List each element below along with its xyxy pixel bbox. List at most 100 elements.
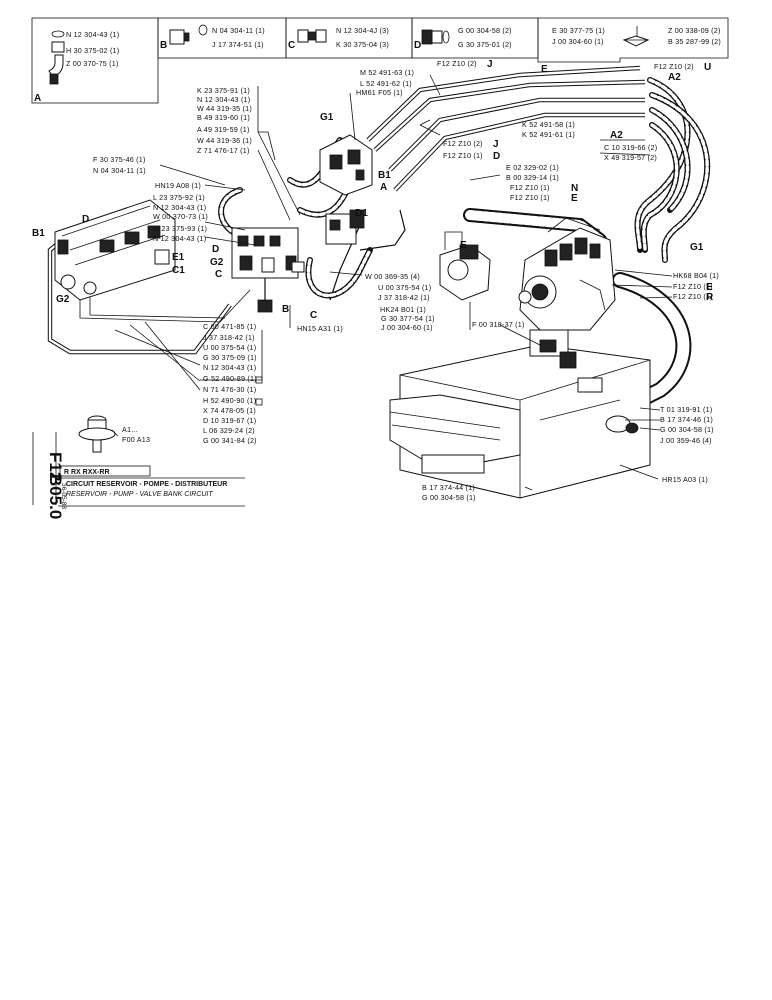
callout-w44-319-35: W 44 319-35 (1) (197, 104, 252, 113)
callout-x74-478-05: X 74 478-05 (1) (203, 406, 256, 415)
callouts-center: E 02 329-02 (1) B 00 329-14 (1) F12 Z10 … (365, 163, 578, 332)
inset-e-bracket-icon (622, 26, 650, 47)
inset-e-item-4: B 35 287-99 (2) (668, 37, 721, 46)
letter-markers: G1 B1 A D1 A2 A2 G1 B1 D G2 E1 C1 D G2 C… (32, 72, 704, 321)
callouts-lower-left: HN15 A31 (1) C 60 471-85 (1) J 37 318-42… (203, 322, 343, 445)
inset-box-d: G 00 304-58 (2) G 30 375-01 (2) D (411, 17, 539, 59)
center-valve-cluster (231, 227, 305, 313)
marker-c-lower: C (310, 310, 317, 321)
callout-x49-319-57: X 49 319-57 (2) (604, 153, 657, 162)
callout-c10-319-66: C 10 319-66 (2) (604, 143, 657, 152)
callout-f12-z10-j: F12 Z10 (2) (443, 139, 483, 148)
callout-hm61-f05: HM61 F05 (1) (356, 88, 403, 97)
marker-c1-left: C1 (172, 265, 185, 276)
callout-b00-329-14: B 00 329-14 (1) (506, 173, 559, 182)
title-date-code: 36-05-88 (60, 483, 67, 509)
callout-b17-374-44: B 17 374-44 (1) (422, 483, 475, 492)
filter-ref-f: F00 A13 (122, 435, 150, 444)
hydraulic-pump (518, 217, 616, 331)
callout-g00-304-58-b: G 00 304-58 (1) (422, 493, 476, 502)
inset-a-letter: A (34, 93, 41, 104)
callout-m23-375-93: M 23 375-93 (1) (153, 224, 207, 233)
callouts-upper-center: HM61 F05 (1) M 52 491-63 (1) L 52 491-62… (356, 59, 711, 162)
callout-l52-491-62: L 52 491-62 (1) (360, 79, 412, 88)
callout-t01-319-91: T 01 319-91 (1) (660, 405, 712, 414)
inset-box-b: N 04 304-11 (1) J 17 374-51 (1) B (157, 17, 287, 59)
callout-u00-375-54-b: U 00 375-54 (1) (203, 343, 256, 352)
marker-a2-top: A2 (668, 72, 681, 83)
callout-z71-476-17: Z 71 476-17 (1) (197, 146, 250, 155)
marker-d-center: D (212, 244, 219, 255)
marker-c-center: C (215, 269, 222, 280)
callout-g00-341-84: G 00 341-84 (2) (203, 436, 257, 445)
callout-l23-375-92: L 23 375-92 (1) (153, 193, 205, 202)
d1-valve-block (325, 209, 365, 245)
callout-f12-z10-e2: F12 Z10 (1) (673, 282, 713, 291)
callout-g52-490-89: G 52 490-89 (1) (203, 374, 257, 383)
return-filter (605, 415, 639, 434)
e-pump-motor (439, 231, 491, 301)
callout-h52-490-90: H 52 490-90 (1) (203, 396, 256, 405)
marker-g2-left: G2 (56, 294, 70, 305)
title-block: F12 B05.0 R RX RXX-RR 36-05-88 CIRCUIT R… (32, 432, 245, 519)
inset-a-item-1: N 12 304-43 (1) (66, 30, 119, 39)
callout-n12-304-43-a: N 12 304-43 (1) (197, 95, 250, 104)
marker-b1-center: B1 (378, 170, 391, 181)
callouts-upper-left: K 23 375-91 (1) N 12 304-43 (1) W 44 319… (93, 86, 252, 243)
callout-f12-r-letter: R (706, 292, 714, 303)
pipe-lines (47, 65, 646, 355)
callout-k52-491-61: K 52 491-61 (1) (522, 130, 575, 139)
inset-d-item-2: G 30 375-01 (2) (458, 40, 512, 49)
callout-n12-304-43-c: N 12 304-43 (1) (153, 234, 206, 243)
callout-hk68-b04: HK68 B04 (1) (673, 271, 719, 280)
callout-f12-z10-n: F12 Z10 (1) (510, 183, 550, 192)
callout-e02-329-02: E 02 329-02 (1) (506, 163, 559, 172)
inset-a-item-3: Z 00 370-75 (1) (66, 59, 119, 68)
callout-j00-304-60: J 00 304-60 (1) (381, 323, 433, 332)
callout-hn15-a31: HN15 A31 (1) (297, 324, 343, 333)
marker-g1-top: G1 (320, 112, 334, 123)
title-ref-line: R RX RXX-RR (64, 469, 110, 476)
marker-e1-left: E1 (172, 252, 185, 263)
callout-m52-491-63: M 52 491-63 (1) (360, 68, 414, 77)
sheet-number-code: B05.0 (46, 474, 65, 519)
callout-f12-z10-r: F12 Z10 (1) (673, 292, 713, 301)
inset-d-letter: D (414, 40, 421, 51)
inset-a-fitting-icon (48, 30, 65, 85)
marker-b-center: B (282, 304, 289, 315)
inset-c-item-1: N 12 304-4J (3) (336, 26, 389, 35)
callout-f00-318-37: F 00 318-37 (1) (472, 320, 525, 329)
callout-d10-319-67: D 10 319-67 (1) (203, 416, 256, 425)
marker-e-pump: E (460, 240, 467, 251)
callout-f12-e-letter: E (571, 193, 578, 204)
callout-c60-471-85: C 60 471-85 (1) (203, 322, 256, 331)
filter-icon (78, 415, 116, 453)
callout-f12-d-letter: D (493, 151, 500, 162)
callout-w44-319-36: W 44 319-36 (1) (197, 136, 252, 145)
title-english: RESERVOIR - PUMP - VALVE BANK CIRCUIT (66, 491, 213, 498)
inset-a-item-2: H 30 375-02 (1) (66, 46, 119, 55)
inset-e-item-1: E 30 377-75 (1) (552, 26, 605, 35)
callout-hn19-a08: HN19 A08 (1) (155, 181, 201, 190)
marker-a-center: A (380, 182, 387, 193)
filter-ref-a: A1... (122, 425, 138, 434)
inset-c-letter: C (288, 40, 295, 51)
callout-w00-369-35: W 00 369-35 (4) (365, 272, 420, 281)
callout-f12-z10-e: F12 Z10 (1) (510, 193, 550, 202)
marker-d-left: D (82, 214, 89, 225)
callout-l06-329-24: L 06 329-24 (2) (203, 426, 255, 435)
callout-f12-z10-right: F12 Z10 (2) (654, 62, 694, 71)
callout-k23-375-91: K 23 375-91 (1) (197, 86, 250, 95)
inset-box-c: N 12 304-4J (3) K 30 375-04 (3) C (285, 17, 413, 59)
callout-n12-304-43-d: N 12 304-43 (1) (203, 363, 256, 372)
inset-b-item-1: N 04 304-11 (1) (212, 26, 265, 35)
callout-w00-370-73: W 00 370-73 (1) (153, 212, 208, 221)
inset-c-item-2: K 30 375-04 (3) (336, 40, 389, 49)
callout-g30-375-09: G 30 375-09 (1) (203, 353, 257, 362)
inset-e-letter: E (541, 64, 548, 75)
callout-k52-491-58: K 52 491-58 (1) (522, 120, 575, 129)
inset-d-item-1: G 00 304-58 (2) (458, 26, 512, 35)
inset-c-union-icon (297, 29, 327, 43)
